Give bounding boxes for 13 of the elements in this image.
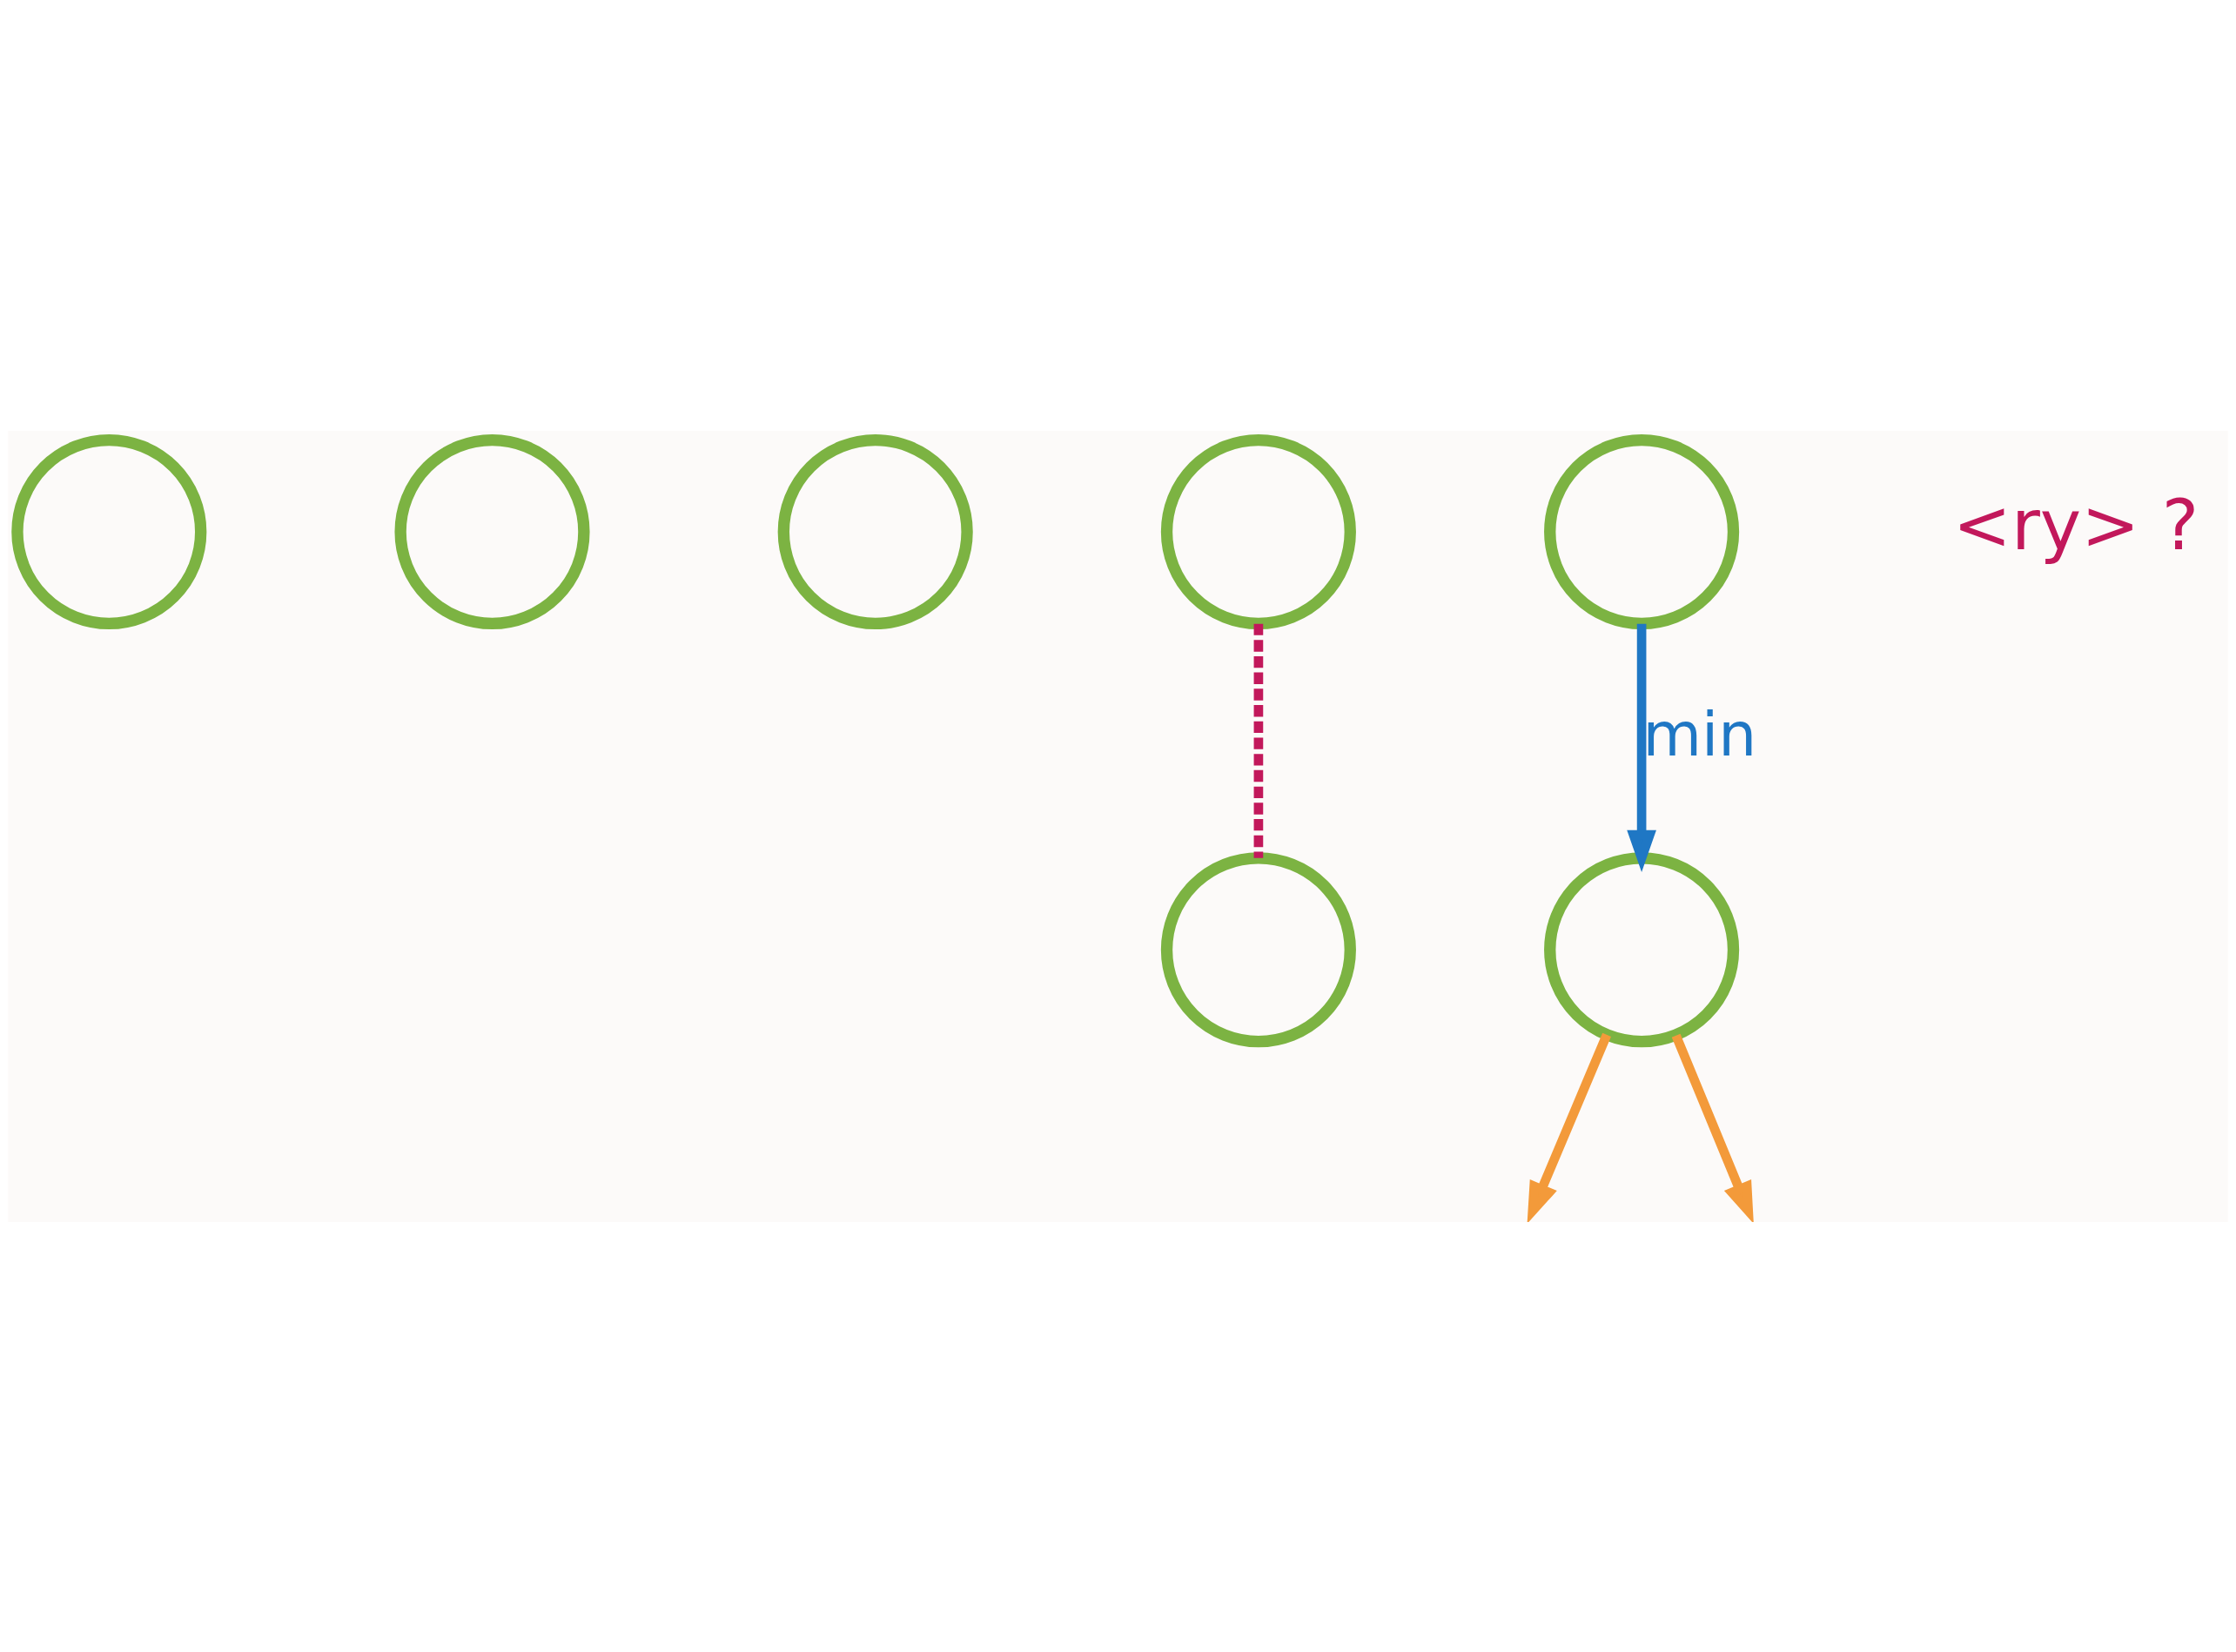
arrow [1527,1032,1611,1222]
connector [1253,623,1264,858]
arrow [1671,1033,1754,1222]
node-circle [1160,433,1356,629]
node-circle [11,433,207,629]
node-circle [777,433,973,629]
node-circle [1160,851,1356,1047]
edge-label: min [1642,699,1757,769]
node-circle [1544,851,1740,1047]
node-circle [1544,433,1740,629]
node-circle [394,433,590,629]
label: <ry> ? [1952,484,2199,566]
arrow [1627,623,1656,872]
